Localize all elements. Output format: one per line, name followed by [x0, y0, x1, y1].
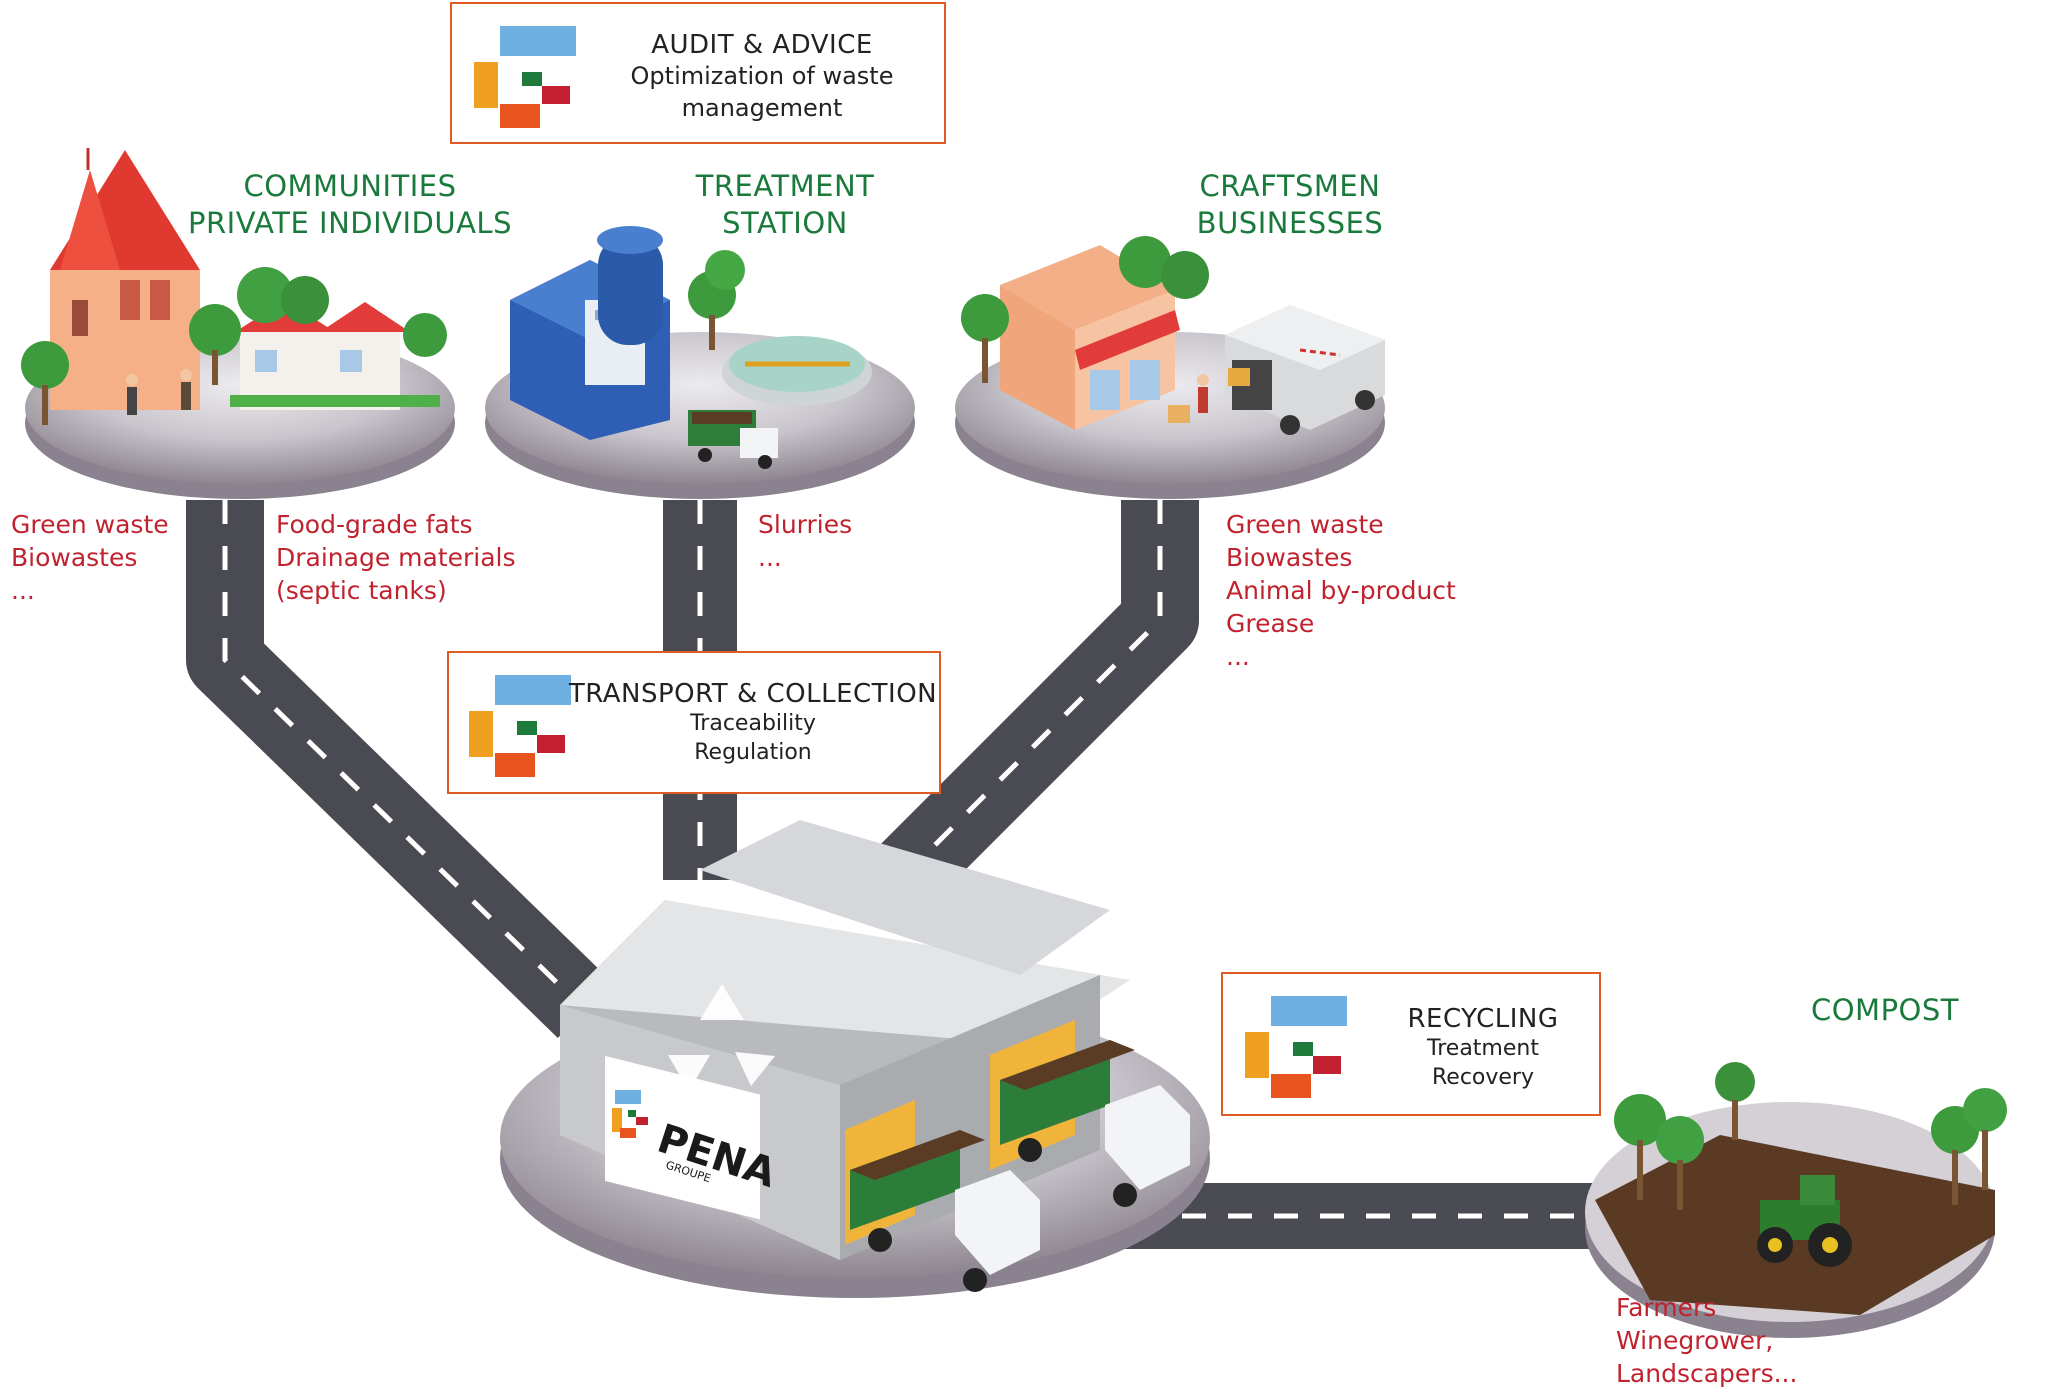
treatment-heading-line-1: TREATMENT — [695, 169, 875, 203]
list-item: (septic tanks) — [276, 576, 447, 605]
audit-box-line-1: Optimization of waste — [630, 62, 894, 90]
audit-advice-box: AUDIT & ADVICE Optimization of waste man… — [450, 2, 946, 144]
recycling-box-line-2: Recovery — [1431, 1065, 1534, 1090]
list-item: Farmers — [1616, 1293, 1717, 1322]
list-item: Green waste — [1226, 510, 1384, 539]
trees-communities — [21, 267, 447, 425]
compost-site — [1585, 1062, 2007, 1338]
treatment-heading: TREATMENT STATION — [660, 168, 910, 242]
list-item: Landscapers... — [1616, 1359, 1798, 1388]
delivery-van-illustration — [1225, 305, 1385, 435]
worker-illustration — [1168, 374, 1209, 423]
truck-treatment — [688, 410, 778, 469]
pump-station-illustration — [510, 226, 670, 440]
compost-users-list: Farmers Winegrower, Landscapers... — [1616, 1291, 1797, 1390]
list-item: Animal by-product — [1226, 576, 1456, 605]
list-item: ... — [758, 543, 782, 572]
audit-box-text: AUDIT & ADVICE Optimization of waste man… — [592, 30, 932, 124]
communities-heading: COMMUNITIES PRIVATE INDIVIDUALS — [185, 168, 515, 242]
people-illustration — [126, 369, 192, 415]
trees-craftsmen — [961, 236, 1209, 383]
craftsmen-heading-line-2: BUSINESSES — [1196, 206, 1384, 240]
pena-mark-icon — [474, 26, 576, 128]
audit-box-title: AUDIT & ADVICE — [651, 30, 873, 60]
communities-waste-list-right: Food-grade fats Drainage materials (sept… — [276, 508, 516, 607]
recycling-plant-site: PENA GROUPE — [500, 820, 1210, 1298]
recycling-box-text: RECYCLING Treatment Recovery — [1373, 1004, 1593, 1092]
list-item: ... — [1226, 642, 1250, 671]
church-illustration — [50, 148, 200, 410]
craftsmen-heading: CRAFTSMEN BUSINESSES — [1160, 168, 1420, 242]
list-item: Slurries — [758, 510, 853, 539]
list-item: Grease — [1226, 609, 1315, 638]
recycle-icon — [668, 984, 775, 1091]
communities-heading-line-1: COMMUNITIES — [243, 169, 457, 203]
list-item: Biowastes — [11, 543, 138, 572]
craftsmen-site — [955, 236, 1385, 499]
compost-heading: COMPOST — [1810, 993, 1960, 1027]
list-item: Winegrower, — [1616, 1326, 1774, 1355]
list-item: Green waste — [11, 510, 169, 539]
shop-illustration — [1000, 245, 1180, 430]
trees-compost — [1614, 1062, 2007, 1210]
list-item: Drainage materials — [276, 543, 516, 572]
transport-box-line-2: Regulation — [694, 740, 812, 765]
communities-waste-list-left: Green waste Biowastes ... — [11, 508, 169, 607]
communities-heading-line-2: PRIVATE INDIVIDUALS — [188, 206, 512, 240]
pena-mark-icon — [1245, 996, 1347, 1098]
transport-collection-box: TRANSPORT & COLLECTION Traceability Regu… — [447, 651, 941, 794]
recycling-box-title: RECYCLING — [1407, 1004, 1559, 1034]
treatment-heading-line-2: STATION — [722, 206, 848, 240]
list-item: Biowastes — [1226, 543, 1353, 572]
list-item: ... — [11, 576, 35, 605]
list-item: Food-grade fats — [276, 510, 473, 539]
transport-box-title: TRANSPORT & COLLECTION — [568, 679, 938, 709]
trees-treatment — [688, 250, 745, 350]
communities-site — [21, 148, 455, 499]
transport-box-text: TRANSPORT & COLLECTION Traceability Regu… — [567, 679, 939, 767]
craftsmen-heading-line-1: CRAFTSMEN — [1199, 169, 1381, 203]
treatment-site — [485, 226, 915, 499]
clarifier-tank-illustration — [722, 336, 872, 406]
audit-box-line-2: management — [681, 94, 843, 122]
craftsmen-waste-list: Green waste Biowastes Animal by-product … — [1226, 508, 1456, 673]
trucks-plant — [850, 1040, 1190, 1292]
transport-box-line-1: Traceability — [690, 711, 816, 736]
pena-mark-icon — [469, 675, 571, 777]
recycling-box-line-1: Treatment — [1427, 1036, 1539, 1061]
recycling-box: RECYCLING Treatment Recovery — [1221, 972, 1601, 1116]
tractor-illustration — [1757, 1175, 1852, 1267]
treatment-waste-list: Slurries ... — [758, 508, 852, 574]
houses-illustration — [230, 300, 440, 410]
